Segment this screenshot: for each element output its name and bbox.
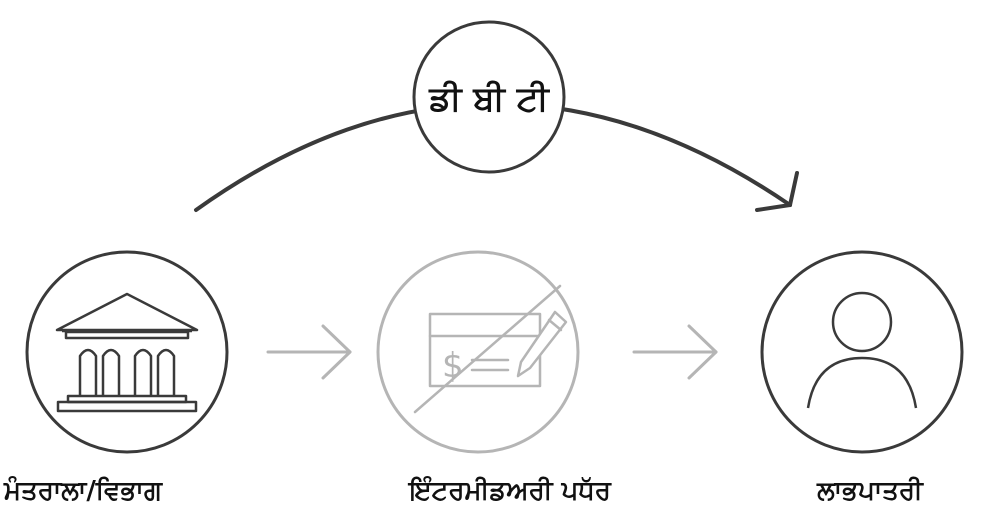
intermediary-label: ਇੰਟਰਮੀਡਅਰੀ ਪਧੱਰ xyxy=(409,476,611,506)
bank-building-icon xyxy=(55,292,199,413)
beneficiary-label: ਲਾਭਪਾਤਰੀ xyxy=(817,476,923,506)
dbt-arrowhead xyxy=(755,171,799,212)
dbt-badge: ਡੀ ਬੀ ਟੀ xyxy=(412,20,566,174)
flow-arrow-2 xyxy=(632,324,718,380)
person-icon xyxy=(806,291,918,409)
intermediary-node: $ xyxy=(376,250,580,454)
beneficiary-node xyxy=(760,250,964,454)
ministry-label: ਮੰਤਰਾਲਾ/ਵਿਭਾਗ xyxy=(4,476,162,506)
dbt-label: ਡੀ ਬੀ ਟੀ xyxy=(428,79,550,119)
crossed-out-cheque-icon: $ xyxy=(413,284,568,414)
ministry-node xyxy=(25,250,229,454)
flow-arrow-1 xyxy=(266,324,352,380)
